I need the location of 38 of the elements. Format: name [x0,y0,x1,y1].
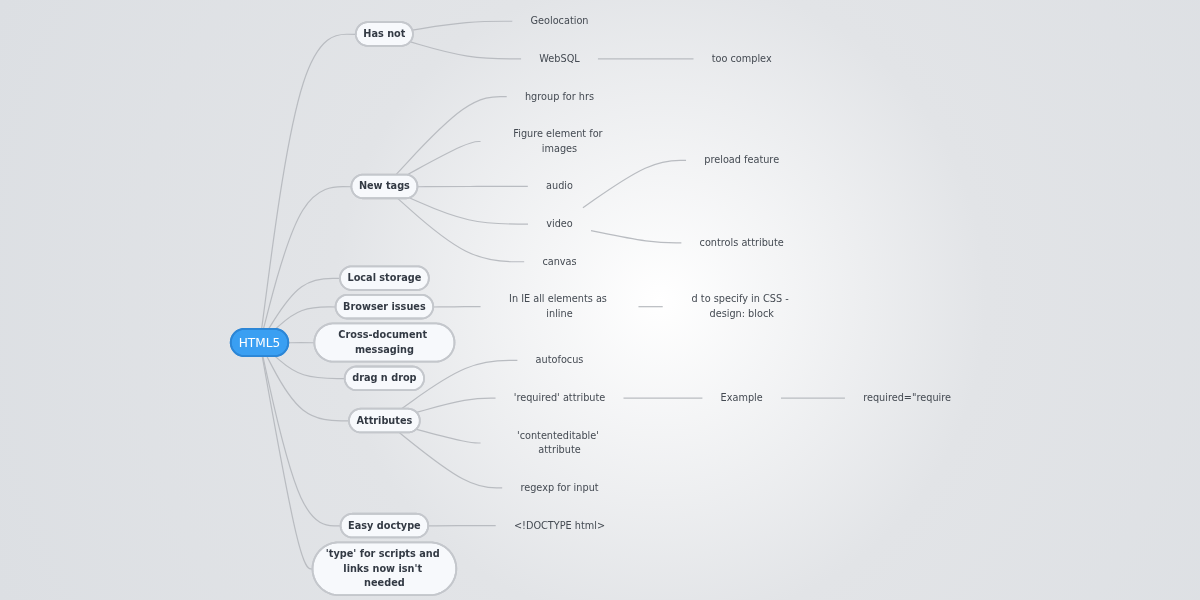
node-text: 'contenteditable' attribute [516,429,599,456]
node-text: Geolocation [530,15,589,27]
node-text: <!DOCTYPE html> [513,519,606,532]
node-text: Figure element for images [513,128,603,155]
node-text: d to specify in CSS - design: block [691,293,789,320]
node-text: canvas [542,255,577,268]
connector [590,230,682,244]
connector [780,397,846,399]
connector [409,197,529,225]
connector [597,58,695,60]
node-text: regexp for input [520,481,599,494]
connector [415,428,482,444]
node-text: WebSQL [539,52,580,65]
connector [417,185,529,188]
node-text: hgroup for hrs [524,90,595,103]
node-text: preload feature [704,154,780,166]
connector [409,41,522,60]
connector [432,306,482,308]
connector [582,159,687,209]
node-text: too complex [711,52,772,65]
node-text: Example [720,392,763,404]
connector [266,355,350,422]
node-text: autofocus [535,354,584,366]
node-text: 'required' attribute [513,392,606,404]
connector [397,197,525,263]
connector [395,95,508,176]
connector [415,397,497,413]
connector [622,397,703,399]
node-text: video [546,218,573,230]
connector [398,432,503,489]
node-text: In IE all elements as inline [509,293,607,320]
node-text: audio [546,180,573,192]
connector [406,140,482,176]
connector [637,306,664,308]
connector [411,20,513,31]
connector [400,359,518,410]
node-text: controls attribute [699,236,784,249]
node-text: required="require [863,392,952,404]
